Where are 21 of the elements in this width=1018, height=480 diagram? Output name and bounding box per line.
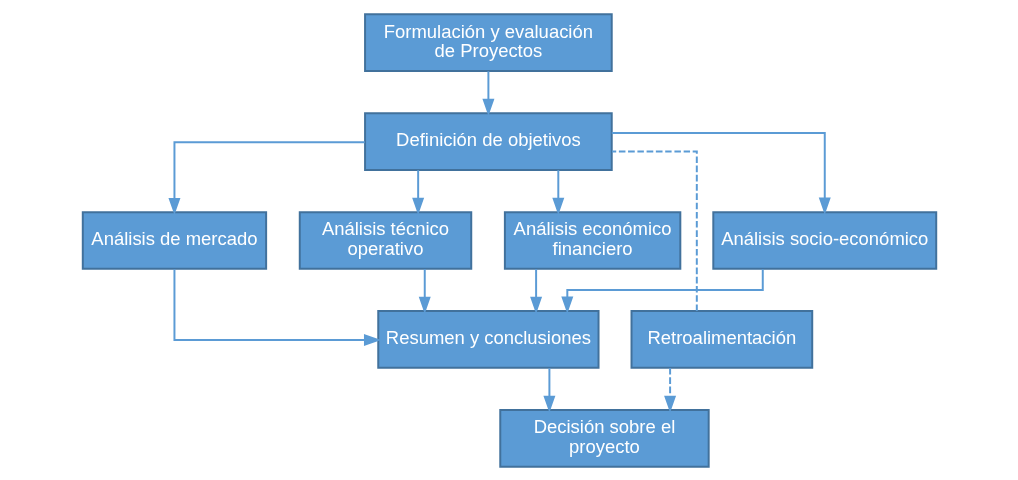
arrow [167, 140, 366, 215]
arrow [529, 267, 542, 314]
arrow [172, 267, 381, 346]
node-box: Formulación y evaluación de Proyectos [363, 12, 613, 72]
node-box: Análisis técnico operativo [298, 210, 472, 270]
node-box: Definición de objetivos [363, 111, 613, 171]
node-box: Retroalimentación [630, 309, 813, 369]
arrow [610, 131, 831, 215]
arrow [481, 69, 494, 116]
arrow [560, 267, 764, 314]
connector [610, 149, 698, 312]
node-box: Análisis económico financiero [503, 210, 681, 270]
node-box: Resumen y conclusiones [376, 309, 600, 369]
arrow [542, 366, 555, 413]
node-box: Análisis de mercado [81, 210, 267, 270]
arrow [551, 168, 564, 215]
node-box: Análisis socio-económico [711, 210, 937, 270]
arrow [411, 168, 424, 215]
node-box: Decisión sobre el proyecto [498, 408, 710, 468]
arrow [418, 267, 431, 314]
arrow [663, 366, 676, 413]
